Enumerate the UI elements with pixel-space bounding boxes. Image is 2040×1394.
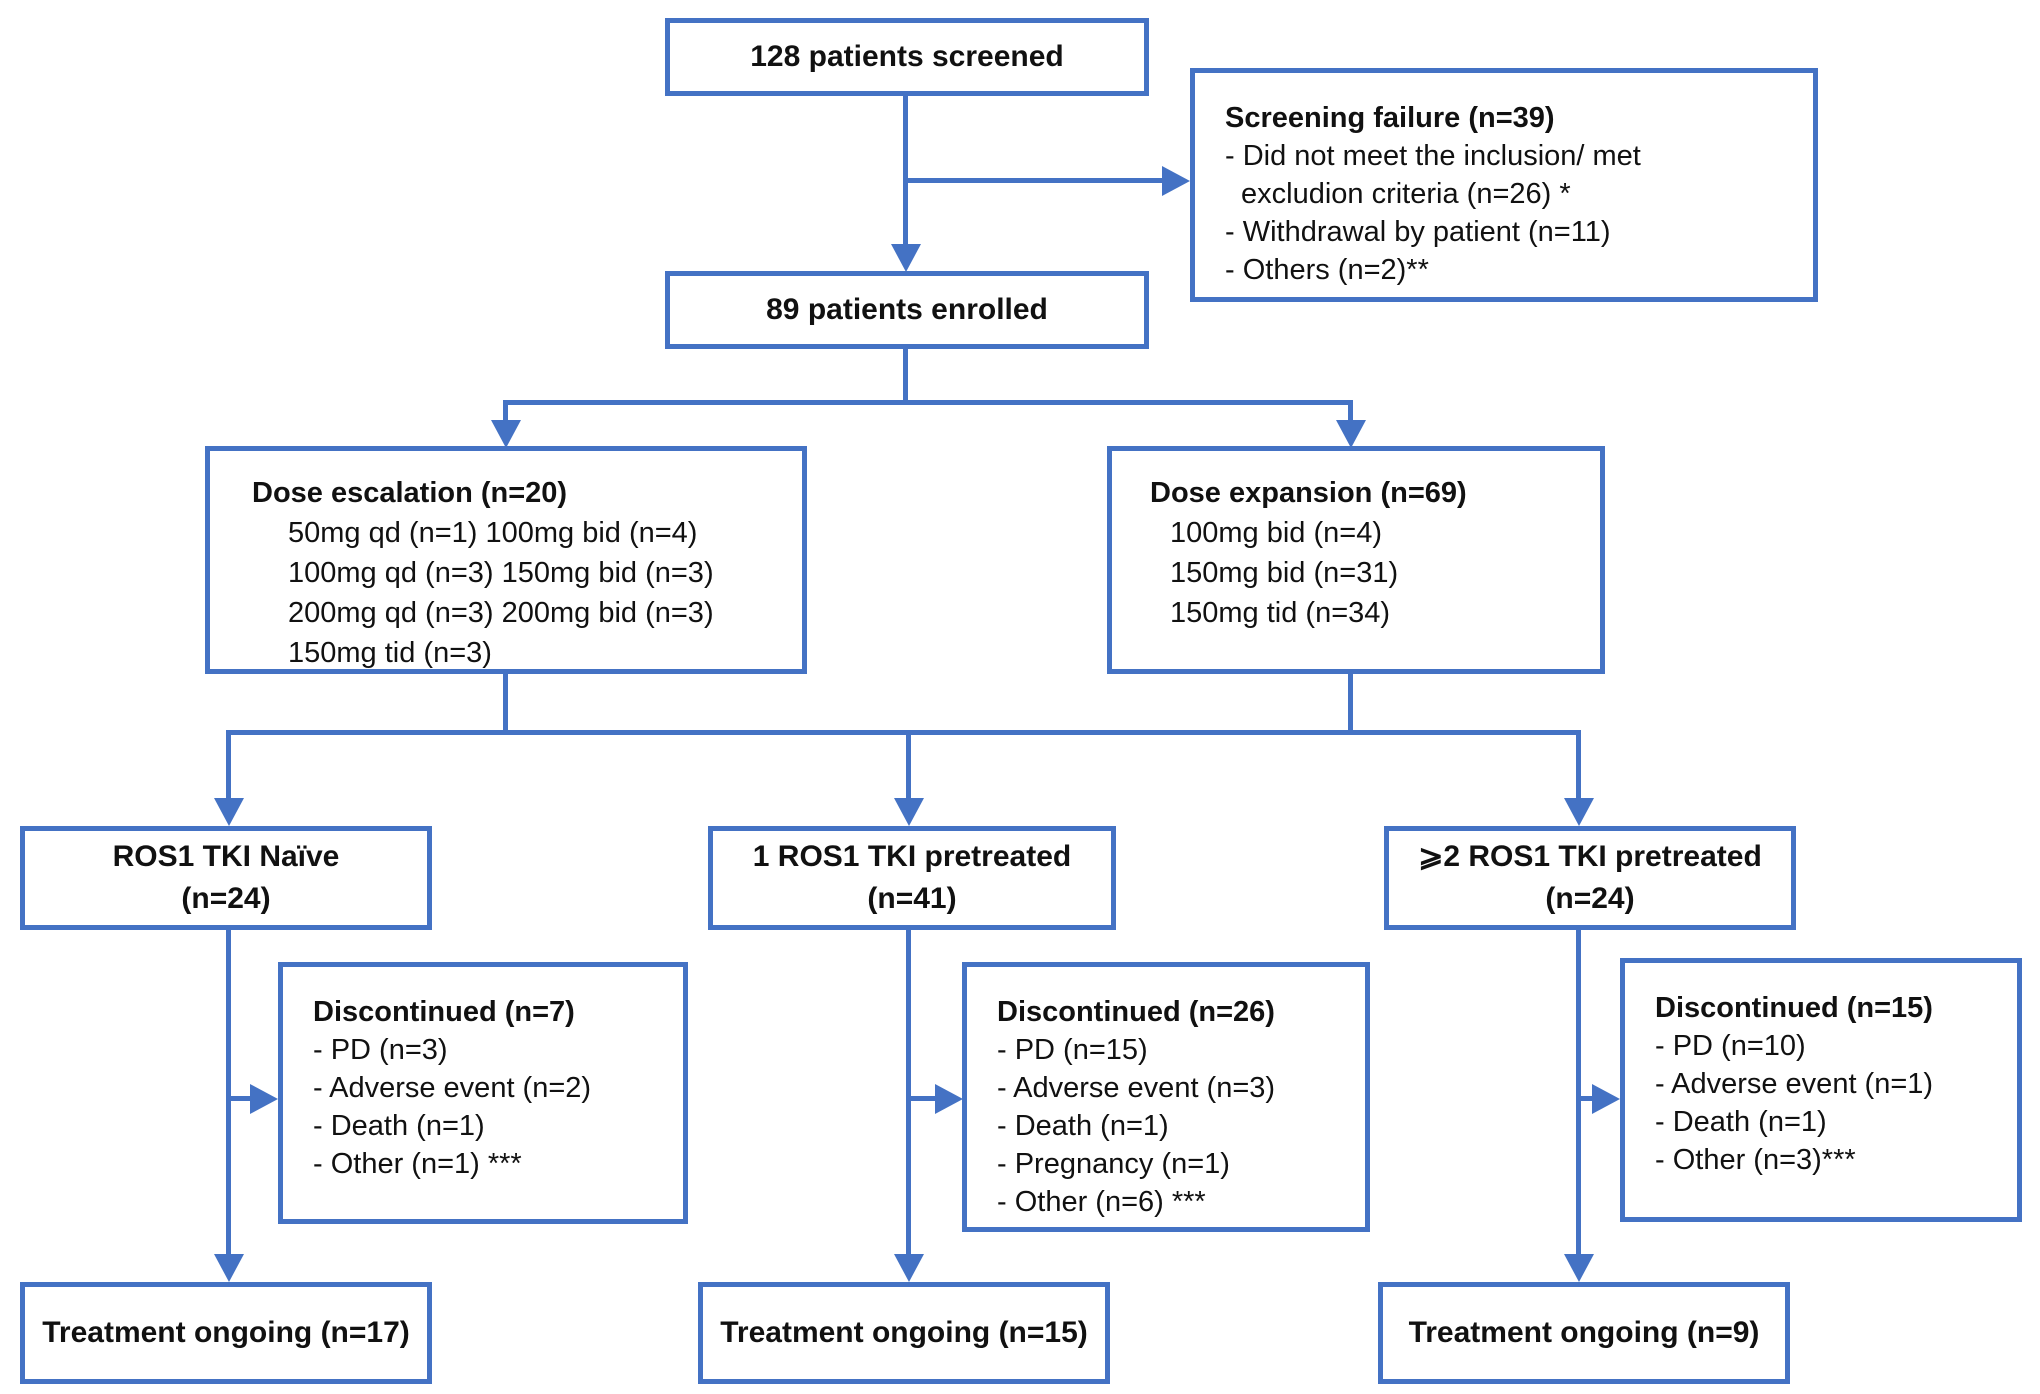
screening-failure-title: Screening failure (n=39) xyxy=(1225,102,1555,134)
dose-escalation-box: Dose escalation (n=20) 50mg qd (n=1) 100… xyxy=(205,446,807,674)
discontinued-one-box: Discontinued (n=26) - PD (n=15) - Advers… xyxy=(962,962,1370,1232)
discontinued-naive-item: - PD (n=3) xyxy=(313,1034,448,1066)
arrowhead-to-screening-failure xyxy=(1162,166,1190,196)
treatment-ongoing-one-title: Treatment ongoing (n=15) xyxy=(720,1316,1088,1349)
arrowhead-to-enrolled xyxy=(891,244,921,272)
treatment-ongoing-naive-box: Treatment ongoing (n=17) xyxy=(20,1282,432,1384)
connector-enrolled-down xyxy=(903,347,908,404)
two-plus-ros1-tki-label: ⩾2 ROS1 TKI pretreated xyxy=(1418,840,1762,873)
connector-drop-naive xyxy=(226,730,231,800)
connector-naive-down xyxy=(226,929,231,1257)
ros1-tki-naive-box: ROS1 TKI Naïve (n=24) xyxy=(20,826,432,930)
discontinued-one-item: - Death (n=1) xyxy=(997,1110,1169,1142)
screened-title: 128 patients screened xyxy=(750,40,1064,73)
discontinued-two-title: Discontinued (n=15) xyxy=(1655,992,1933,1024)
dose-expansion-box: Dose expansion (n=69) 100mg bid (n=4) 15… xyxy=(1107,446,1605,674)
discontinued-one-item: - Other (n=6) *** xyxy=(997,1186,1206,1218)
discontinued-one-title: Discontinued (n=26) xyxy=(997,996,1275,1028)
arrowhead-to-two-tki xyxy=(1564,798,1594,826)
arrowhead-to-discontinued-one xyxy=(935,1084,963,1114)
discontinued-one-item: - Adverse event (n=3) xyxy=(997,1072,1276,1104)
screening-failure-item: - Others (n=2)** xyxy=(1225,254,1429,286)
connector-to-screening-failure xyxy=(903,178,1165,183)
enrolled-title: 89 patients enrolled xyxy=(766,293,1048,326)
connector-drop-two-tki xyxy=(1576,730,1581,800)
arrowhead-to-naive xyxy=(214,798,244,826)
discontinued-naive-item: - Adverse event (n=2) xyxy=(313,1072,592,1104)
connector-expansion-down xyxy=(1348,673,1353,735)
arrowhead-to-escalation xyxy=(491,420,521,448)
discontinued-naive-item: - Other (n=1) *** xyxy=(313,1148,522,1180)
connector-naive-to-discontinued xyxy=(226,1096,254,1101)
one-ros1-tki-label: 1 ROS1 TKI pretreated xyxy=(752,840,1072,873)
discontinued-two-box: Discontinued (n=15) - PD (n=10) - Advers… xyxy=(1620,958,2022,1222)
connector-screened-down xyxy=(903,95,908,247)
ros1-tki-naive-label: ROS1 TKI Naïve xyxy=(112,840,340,873)
two-plus-ros1-tki-count: (n=24) xyxy=(1545,882,1635,915)
treatment-ongoing-two-title: Treatment ongoing (n=9) xyxy=(1408,1316,1760,1349)
discontinued-one-item: - PD (n=15) xyxy=(997,1034,1148,1066)
two-plus-ros1-tki-box: ⩾2 ROS1 TKI pretreated (n=24) xyxy=(1384,826,1796,930)
screened-box: 128 patients screened xyxy=(665,18,1149,96)
arrowhead-to-ongoing-two xyxy=(1564,1254,1594,1282)
screening-failure-item: excludion criteria (n=26) * xyxy=(1241,178,1571,210)
connector-split-branches xyxy=(226,730,1581,735)
screening-failure-item: - Did not meet the inclusion/ met xyxy=(1225,140,1641,172)
ros1-tki-naive-count: (n=24) xyxy=(181,882,271,915)
connector-drop-escalation xyxy=(503,400,508,424)
connector-two-tki-to-discontinued xyxy=(1576,1096,1596,1101)
dose-escalation-item: 100mg qd (n=3) 150mg bid (n=3) xyxy=(288,557,714,589)
arrowhead-to-discontinued-naive xyxy=(250,1084,278,1114)
discontinued-two-item: - Death (n=1) xyxy=(1655,1106,1827,1138)
connector-two-tki-down xyxy=(1576,929,1581,1257)
connector-escalation-down xyxy=(503,673,508,735)
dose-escalation-item: 200mg qd (n=3) 200mg bid (n=3) xyxy=(288,597,714,629)
connector-drop-expansion xyxy=(1348,400,1353,424)
dose-expansion-item: 100mg bid (n=4) xyxy=(1170,517,1382,549)
connector-drop-one-tki xyxy=(906,730,911,800)
discontinued-naive-item: - Death (n=1) xyxy=(313,1110,485,1142)
connector-one-tki-to-discontinued xyxy=(906,1096,938,1101)
discontinued-naive-title: Discontinued (n=7) xyxy=(313,996,575,1028)
enrolled-box: 89 patients enrolled xyxy=(665,271,1149,349)
discontinued-two-item: - PD (n=10) xyxy=(1655,1030,1806,1062)
arrowhead-to-ongoing-naive xyxy=(214,1254,244,1282)
screening-failure-item: - Withdrawal by patient (n=11) xyxy=(1225,216,1611,248)
connector-split-doses xyxy=(503,400,1353,405)
discontinued-one-item: - Pregnancy (n=1) xyxy=(997,1148,1230,1180)
treatment-ongoing-one-box: Treatment ongoing (n=15) xyxy=(698,1282,1110,1384)
one-ros1-tki-box: 1 ROS1 TKI pretreated (n=41) xyxy=(708,826,1116,930)
screening-failure-box: Screening failure (n=39) - Did not meet … xyxy=(1190,68,1818,302)
dose-escalation-item: 50mg qd (n=1) 100mg bid (n=4) xyxy=(288,517,698,549)
arrowhead-to-ongoing-one xyxy=(894,1254,924,1282)
discontinued-naive-box: Discontinued (n=7) - PD (n=3) - Adverse … xyxy=(278,962,688,1224)
dose-expansion-title: Dose expansion (n=69) xyxy=(1150,477,1467,509)
one-ros1-tki-count: (n=41) xyxy=(867,882,957,915)
dose-expansion-item: 150mg bid (n=31) xyxy=(1170,557,1399,589)
discontinued-two-item: - Adverse event (n=1) xyxy=(1655,1068,1934,1100)
treatment-ongoing-naive-title: Treatment ongoing (n=17) xyxy=(42,1316,410,1349)
arrowhead-to-one-tki xyxy=(894,798,924,826)
dose-escalation-item: 150mg tid (n=3) xyxy=(288,637,492,669)
arrowhead-to-expansion xyxy=(1336,420,1366,448)
treatment-ongoing-two-box: Treatment ongoing (n=9) xyxy=(1378,1282,1790,1384)
connector-one-tki-down xyxy=(906,929,911,1257)
discontinued-two-item: - Other (n=3)*** xyxy=(1655,1144,1856,1176)
arrowhead-to-discontinued-two xyxy=(1592,1084,1620,1114)
dose-expansion-item: 150mg tid (n=34) xyxy=(1170,597,1391,629)
dose-escalation-title: Dose escalation (n=20) xyxy=(252,477,568,509)
